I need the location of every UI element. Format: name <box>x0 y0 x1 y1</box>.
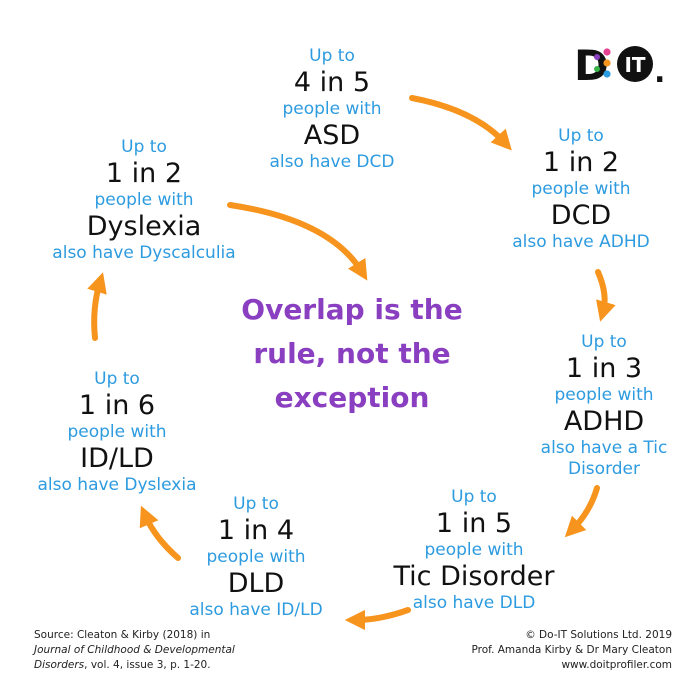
also-have-label: also have Dyslexia <box>37 475 197 495</box>
condition-label: Dyslexia <box>86 211 202 242</box>
arrow-dyslexia-to-center <box>227 202 368 281</box>
ratio-label: 1 in 2 <box>105 158 183 189</box>
source-citation: Source: Cleaton & Kirby (2018) in Journa… <box>34 628 235 673</box>
up-to-label: Up to <box>451 487 497 507</box>
node-adhd: Up to 1 in 3 people with ADHD also have … <box>541 332 668 480</box>
condition-label: ASD <box>303 120 361 151</box>
ratio-label: 1 in 4 <box>217 515 295 546</box>
up-to-label: Up to <box>233 494 279 514</box>
condition-label: ID/LD <box>80 443 154 474</box>
also-have-label: also have ID/LD <box>189 600 323 620</box>
up-to-label: Up to <box>558 126 604 146</box>
arrow-asd-to-dcd <box>409 95 512 151</box>
logo-letter-d: D <box>574 41 609 88</box>
arrow-dld-to-idld <box>139 505 181 561</box>
people-with-label: people with <box>94 190 194 210</box>
center-line-2: rule, not the <box>253 337 451 370</box>
ratio-label: 1 in 2 <box>542 147 620 178</box>
source-line-1: Source: Cleaton & Kirby (2018) in <box>34 629 211 641</box>
up-to-label: Up to <box>581 332 627 352</box>
also-have-label: also have DCD <box>269 152 395 172</box>
credit-block: © Do-IT Solutions Ltd. 2019 Prof. Amanda… <box>471 628 672 673</box>
condition-label: DCD <box>550 200 612 231</box>
up-to-label: Up to <box>309 46 355 66</box>
also-have-label: also have a Tic <box>540 438 668 458</box>
arrow-adhd-to-tic <box>564 485 600 538</box>
source-line-3: Disorders, vol. 4, issue 3, p. 1-20. <box>34 658 235 673</box>
people-with-label: people with <box>554 385 654 405</box>
also-have-label: also have DLD <box>412 593 536 613</box>
ratio-label: 1 in 5 <box>435 508 513 539</box>
also-have-label: also have Dyscalculia <box>52 243 236 263</box>
up-to-label: Up to <box>121 137 167 157</box>
logo-it: IT <box>624 53 645 77</box>
center-line-1: Overlap is the <box>241 293 463 326</box>
node-dcd: Up to 1 in 2 people with DCD also have A… <box>512 126 650 253</box>
website-line: www.doitprofiler.com <box>561 659 672 671</box>
arrow-idld-to-dyslexia <box>87 272 107 341</box>
people-with-label: people with <box>282 99 382 119</box>
arrow-dcd-to-adhd <box>595 269 616 322</box>
ratio-label: 4 in 5 <box>293 67 371 98</box>
center-message: Overlap is the rule, not the exception <box>222 288 482 420</box>
up-to-label: Up to <box>94 369 140 389</box>
arrow-tic-to-dld <box>344 607 411 631</box>
ratio-label: 1 in 3 <box>565 353 643 384</box>
center-line-3: exception <box>274 381 430 414</box>
node-tic-disorder: Up to 1 in 5 people with Tic Disorder al… <box>394 487 555 614</box>
source-volume: , vol. 4, issue 3, p. 1-20. <box>84 659 211 671</box>
also-have-label: also have ADHD <box>512 232 650 252</box>
people-with-label: people with <box>424 540 524 560</box>
node-id-ld: Up to 1 in 6 people with ID/LD also have… <box>37 369 196 496</box>
also-have-label-continued: Disorder <box>567 459 641 479</box>
logo-circle <box>617 46 653 82</box>
condition-label: Tic Disorder <box>393 561 555 592</box>
people-with-label: people with <box>531 179 631 199</box>
source-journal-italic: Disorders <box>34 659 85 671</box>
node-asd: Up to 4 in 5 people with ASD also have D… <box>270 46 395 173</box>
logo-dots-icon <box>594 48 611 78</box>
people-with-label: people with <box>67 422 167 442</box>
people-with-label: people with <box>206 547 306 567</box>
source-line-2: Journal of Childhood & Developmental <box>34 644 235 656</box>
do-it-logo: D IT . <box>574 41 665 88</box>
node-dyslexia: Up to 1 in 2 people with Dyslexia also h… <box>52 137 235 264</box>
ratio-label: 1 in 6 <box>78 390 156 421</box>
logo-dot: . <box>654 55 665 88</box>
node-dld: Up to 1 in 4 people with DLD also have I… <box>189 494 322 621</box>
copyright-line: © Do-IT Solutions Ltd. 2019 <box>525 629 672 641</box>
condition-label: DLD <box>227 568 285 599</box>
authors-line: Prof. Amanda Kirby & Dr Mary Cleaton <box>471 644 672 656</box>
condition-label: ADHD <box>563 406 645 437</box>
